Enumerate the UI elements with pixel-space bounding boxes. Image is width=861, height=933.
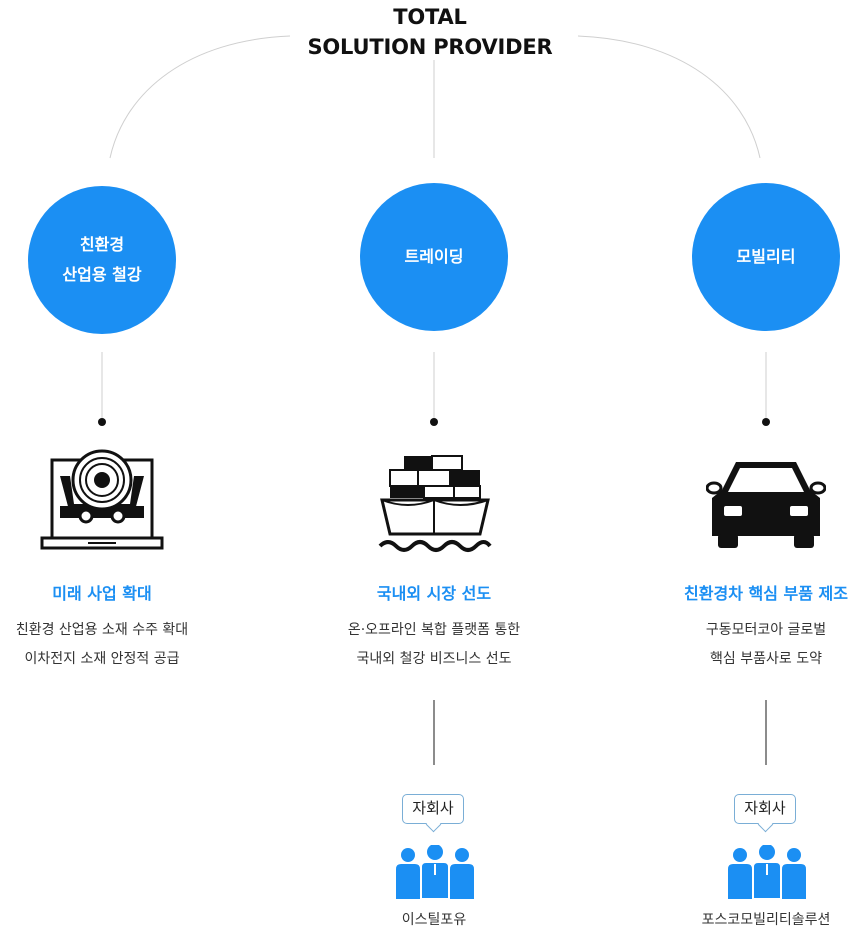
circle-label: 트레이딩: [404, 247, 464, 266]
arc-right: [577, 35, 761, 159]
dot-col2: [430, 418, 438, 426]
cargo-ship-icon: [378, 455, 492, 552]
circle-mobility: 모빌리티: [692, 183, 840, 331]
circle-label-line1: 친환경: [79, 235, 125, 254]
desc-line2: 국내외 철강 비즈니스 선도: [356, 651, 512, 667]
arc-left: [109, 35, 291, 159]
heading-eco-car-parts: 친환경차 핵심 부품 제조: [684, 584, 848, 603]
desc-col3: 구동모터코아 글로벌 핵심 부품사로 도약: [636, 616, 861, 674]
desc-line2: 핵심 부품사로 도약: [710, 651, 822, 667]
circle-label-line2: 산업용 철강: [62, 265, 142, 284]
circle-trading: 트레이딩: [360, 183, 508, 331]
car-icon: [706, 462, 826, 548]
circle-label: 모빌리티: [736, 247, 796, 266]
desc-col1: 친환경 산업용 소재 수주 확대 이차전지 소재 안정적 공급: [0, 616, 232, 674]
dot-col1: [98, 418, 106, 426]
people-group-icon: [728, 845, 806, 899]
desc-line1: 친환경 산업용 소재 수주 확대: [15, 622, 189, 638]
steel-coil-laptop-icon: [40, 449, 164, 550]
dot-col3: [762, 418, 770, 426]
desc-line1: 구동모터코아 글로벌: [705, 622, 827, 638]
title-line1: TOTAL: [393, 5, 467, 29]
desc-line2: 이차전지 소재 안정적 공급: [24, 651, 180, 667]
subsidiary-badge: 자회사: [734, 794, 796, 824]
subsidiary-name-posco-mobility: 포스코모빌리티솔루션: [701, 912, 831, 928]
circle-eco-steel: 친환경 산업용 철강: [28, 186, 176, 334]
subsidiary-name-estill4u: 이스틸포유: [401, 912, 467, 928]
title-line2: SOLUTION PROVIDER: [307, 35, 553, 59]
desc-col2: 온·오프라인 복합 플랫폼 통한 국내외 철강 비즈니스 선도: [304, 616, 564, 674]
people-group-icon: [396, 845, 474, 899]
heading-market-lead: 국내외 시장 선도: [376, 584, 492, 603]
page-title: TOTAL SOLUTION PROVIDER: [230, 2, 630, 62]
desc-line1: 온·오프라인 복합 플랫폼 통한: [347, 622, 521, 638]
subsidiary-badge: 자회사: [402, 794, 464, 824]
heading-future-business: 미래 사업 확대: [52, 584, 152, 603]
